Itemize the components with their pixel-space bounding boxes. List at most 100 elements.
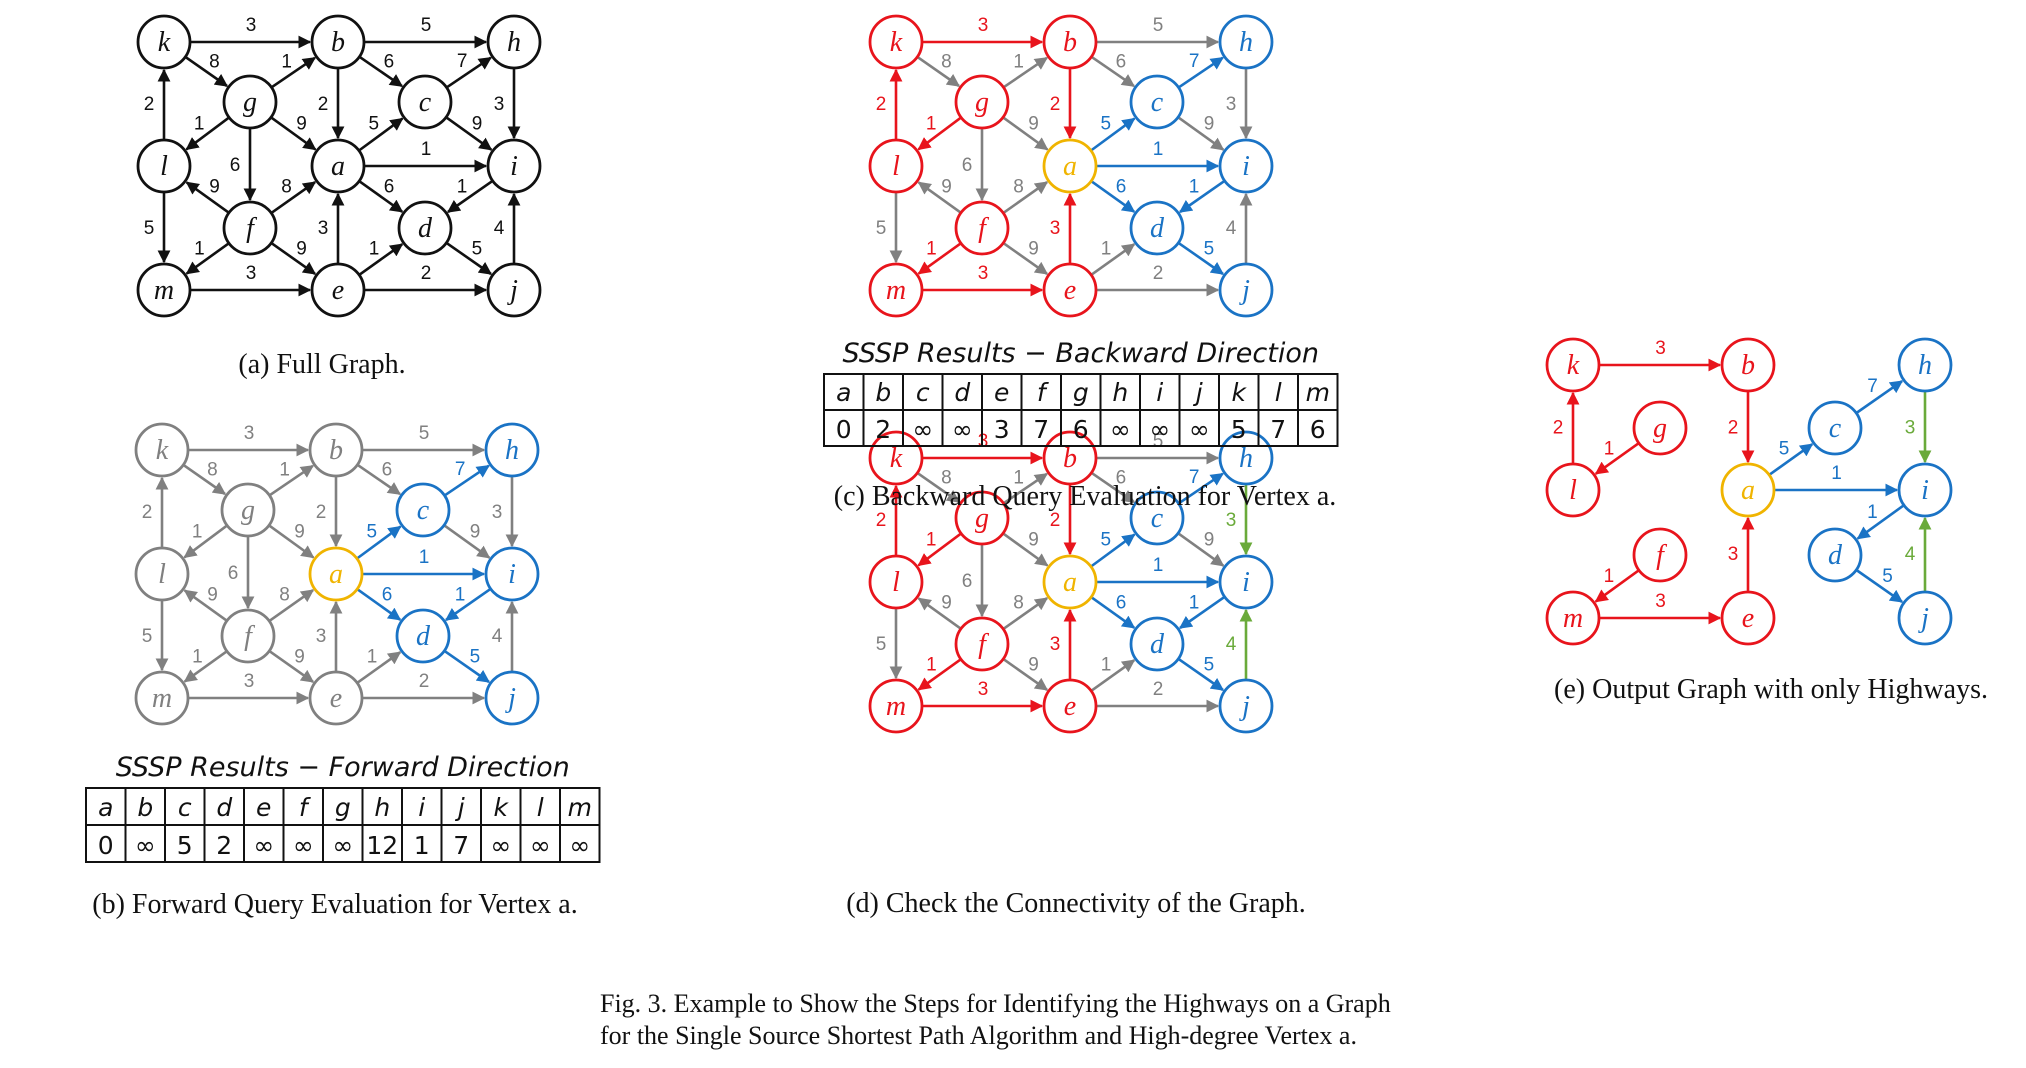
table-header-e: e [256, 793, 271, 822]
node-e [1042, 678, 1098, 734]
node-label-k: k [890, 27, 903, 58]
edge-f-m [1594, 569, 1639, 603]
edge-weight-f-a: 8 [281, 176, 292, 197]
edge-f-m [917, 242, 961, 275]
edge-weight-h-i: 3 [1905, 418, 1916, 439]
node-label-k: k [1567, 350, 1580, 381]
edge-g-l [183, 525, 228, 559]
edge-d-j [1856, 569, 1904, 603]
edge-weight-h-i: 3 [494, 94, 505, 115]
edge-weight-k-b: 3 [246, 15, 257, 36]
node-label-a: a [1063, 567, 1077, 598]
node-c [395, 482, 451, 538]
edge-weight-f-a: 8 [1013, 592, 1024, 613]
table-value-c: 5 [177, 831, 193, 860]
edge-g-b [1003, 56, 1048, 88]
edge-a-d [1091, 180, 1136, 213]
node-g [220, 482, 276, 538]
edge-f-m [185, 242, 229, 275]
edge-weight-g-b: 1 [281, 51, 292, 72]
node-label-m: m [886, 275, 906, 306]
node-label-i: i [1242, 567, 1250, 598]
edge-weight-c-h: 7 [1189, 51, 1200, 72]
figure-caption-line2: for the Single Source Shortest Path Algo… [600, 1021, 1357, 1050]
node-label-b: b [1741, 350, 1755, 381]
edge-weight-b-c: 6 [384, 51, 395, 72]
node-label-f: f [246, 213, 257, 244]
edge-e-d [357, 651, 402, 684]
edge-weight-e-j: 2 [1153, 263, 1164, 284]
node-f [954, 200, 1010, 256]
edge-weight-g-b: 1 [279, 459, 290, 480]
edge-weight-k-g: 8 [941, 467, 952, 488]
edge-weight-d-j: 5 [470, 646, 481, 667]
node-label-b: b [1063, 443, 1077, 474]
edge-a-d [1091, 596, 1136, 629]
edge-weight-a-i: 1 [1153, 555, 1164, 576]
edge-weight-b-a: 2 [1050, 510, 1061, 531]
edge-g-l [917, 117, 962, 151]
node-label-e: e [330, 683, 342, 714]
edge-weight-d-j: 5 [1204, 654, 1215, 675]
node-d [1129, 200, 1185, 256]
edge-c-h [1178, 472, 1224, 504]
node-k [868, 14, 924, 70]
edge-c-h [446, 56, 492, 88]
table-value-b: ∞ [135, 831, 156, 860]
node-i [486, 138, 542, 194]
edge-weight-f-a: 8 [1013, 176, 1024, 197]
node-label-g: g [1653, 413, 1667, 444]
table-header-l: l [537, 793, 544, 822]
edge-d-j [1178, 242, 1225, 276]
edge-weight-g-b: 1 [1013, 51, 1024, 72]
edge-weight-m-e: 3 [1655, 591, 1666, 612]
edge-weight-j-i: 4 [1226, 218, 1237, 239]
edge-weight-e-d: 1 [369, 238, 380, 259]
table-header-f: f [1037, 378, 1049, 407]
edge-weight-g-l: 1 [926, 530, 937, 551]
table-header-f: f [299, 793, 311, 822]
table-header-b: b [875, 378, 891, 407]
node-k [134, 422, 190, 478]
table-value-d: 2 [216, 831, 232, 860]
edge-c-i [1178, 532, 1225, 567]
edge-c-i [1178, 116, 1225, 151]
edge-weight-a-d: 6 [384, 176, 395, 197]
edge-f-m [917, 658, 961, 691]
node-d [397, 200, 453, 256]
edge-weight-b-a: 2 [316, 502, 327, 523]
node-label-l: l [892, 151, 900, 182]
node-label-g: g [243, 87, 257, 118]
edge-k-g [917, 472, 961, 504]
edge-weight-b-h: 5 [1153, 15, 1164, 36]
node-label-c: c [417, 495, 430, 526]
edge-weight-f-l: 9 [941, 593, 952, 614]
table-value-f: ∞ [293, 831, 314, 860]
edge-weight-b-a: 2 [1050, 94, 1061, 115]
edge-weight-g-l: 1 [926, 114, 937, 135]
node-label-l: l [1569, 475, 1577, 506]
node-label-b: b [1063, 27, 1077, 58]
edge-g-l [1594, 442, 1639, 475]
caption-b: (b) Forward Query Evaluation for Vertex … [92, 889, 577, 920]
edge-weight-e-a: 3 [1050, 634, 1061, 655]
node-a [1720, 462, 1776, 518]
table-header-m: m [1306, 378, 1330, 407]
node-i [484, 546, 540, 602]
edge-weight-j-i: 4 [494, 218, 505, 239]
node-label-l: l [892, 567, 900, 598]
edge-weight-c-i: 9 [1204, 113, 1215, 134]
node-i [1218, 138, 1274, 194]
edge-weight-a-c: 5 [367, 522, 378, 543]
table-value-d: ∞ [952, 415, 973, 444]
table-header-d: d [216, 793, 232, 822]
table-value-h: 12 [366, 831, 398, 860]
edge-f-a [269, 589, 315, 622]
node-label-h: h [505, 435, 519, 466]
node-h [486, 14, 542, 70]
node-label-c: c [419, 87, 432, 118]
edge-f-l [183, 589, 227, 622]
